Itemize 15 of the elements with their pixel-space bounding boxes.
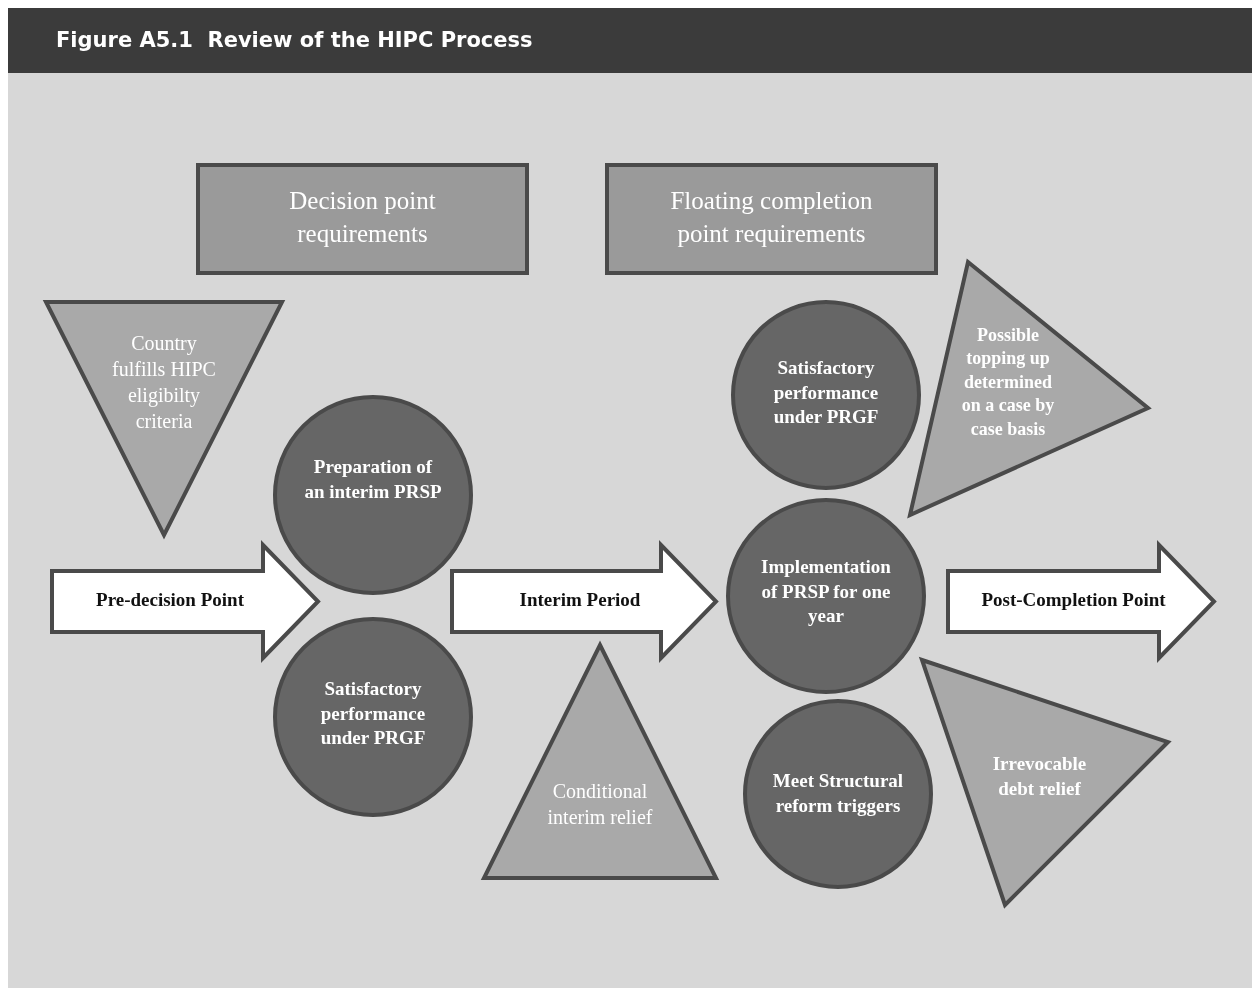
shape-label: Post-Completion Point bbox=[980, 588, 1167, 612]
shape-label: Preparation of an interim PRSP bbox=[303, 455, 443, 504]
shape-label: Irrevocable debt relief bbox=[991, 752, 1088, 801]
shape-label: Meet Structural reform triggers bbox=[771, 769, 905, 818]
figure-title: Figure A5.1 Review of the HIPC Process bbox=[56, 28, 533, 52]
shape-label: Possible topping up determined on a case by case basis bbox=[960, 324, 1056, 441]
shape-label: Country fulfills HIPC eligibilty criteria bbox=[111, 331, 217, 434]
shape-label: Pre-decision Point bbox=[95, 588, 245, 612]
shape-label: Interim Period bbox=[518, 588, 642, 612]
shape-label: Conditional interim relief bbox=[546, 779, 654, 830]
shape-label: Satisfactory performance under PRGF bbox=[772, 356, 880, 430]
shape-label: Decision point requirements bbox=[288, 186, 437, 249]
shape-label: Satisfactory performance under PRGF bbox=[319, 677, 427, 751]
shape-label: Implementation of PRSP for one year bbox=[760, 555, 892, 629]
shape-label: Floating completion point requirements bbox=[669, 186, 874, 249]
